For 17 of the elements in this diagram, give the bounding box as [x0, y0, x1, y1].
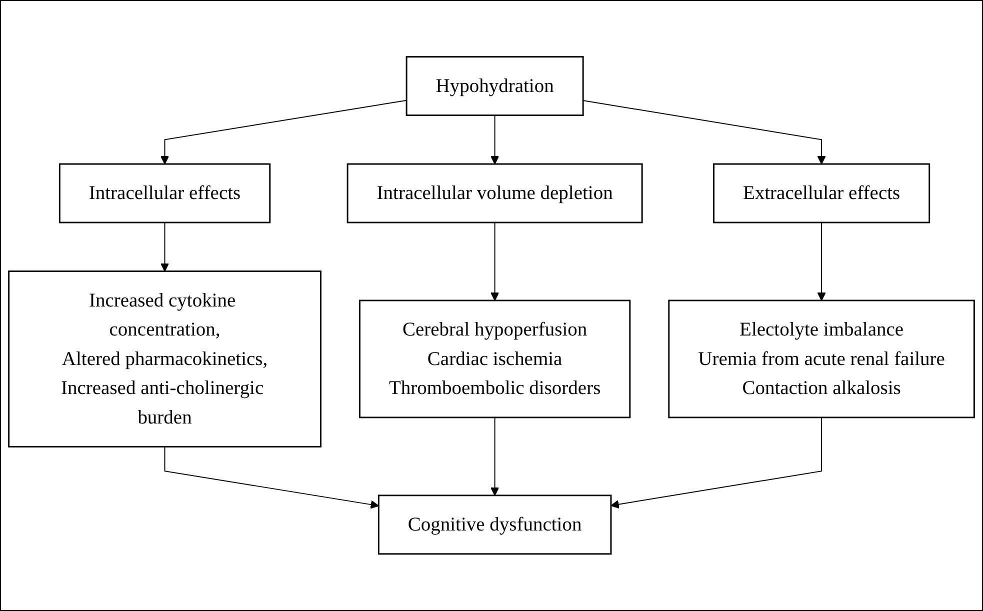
node-box: Cerebral hypoperfusion Cardiac ischemia Thromboembolic disorders [359, 300, 631, 418]
arrow [160, 100, 408, 165]
node-box: Cognitive dysfunction [378, 494, 612, 555]
node-box: Intracellular volume depletion [346, 163, 643, 224]
node-box: Increased cytokine concentration, Altered pharmacokinetics, Increased anti-cholinergic burden [8, 270, 322, 448]
arrow [817, 222, 826, 302]
arrow [490, 417, 500, 496]
arrow [582, 100, 826, 165]
arrow [164, 446, 380, 509]
node-box: Extracellular effects [713, 163, 930, 224]
arrow [490, 222, 500, 302]
arrow [610, 417, 822, 509]
node-box: Intracellular effects [58, 163, 271, 224]
node-box: Electolyte imbalance Uremia from acute renal failure Contaction alkalosis [668, 300, 975, 418]
arrow [490, 114, 500, 165]
node-box: Hypohydration [406, 56, 584, 116]
arrow [160, 222, 170, 272]
